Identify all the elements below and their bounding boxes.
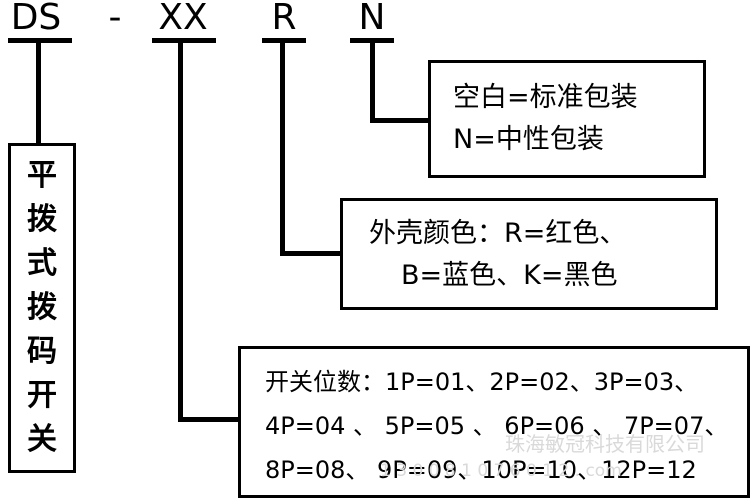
color-line-1: 外壳颜色：R=红色、 xyxy=(369,218,627,249)
connector-r-vertical xyxy=(280,41,285,256)
title-char: 关 xyxy=(27,422,57,457)
packaging-line-2: N=中性包装 xyxy=(453,124,604,155)
title-char: 平 xyxy=(27,158,57,193)
code-xx-underline xyxy=(152,38,216,43)
code-r: R xyxy=(271,0,297,38)
color-box: 外壳颜色：R=红色、 B=蓝色、K=黑色 xyxy=(340,198,718,310)
connector-xx-vertical xyxy=(178,41,183,422)
code-ds-underline xyxy=(8,38,72,43)
code-r-underline xyxy=(262,38,306,43)
positions-box: 开关位数：1P=01、2P=02、3P=03、 4P=04 、 5P=05 、 … xyxy=(238,346,750,498)
packaging-line-1: 空白=标准包装 xyxy=(453,82,638,113)
title-char: 拨 xyxy=(27,202,57,237)
connector-r-horizontal xyxy=(280,251,342,256)
positions-line-3: 8P=08、 9P=09、10P=10、12P=12 xyxy=(265,456,697,484)
code-ds: DS xyxy=(10,0,62,38)
connector-ds-vertical xyxy=(36,41,41,143)
code-xx: XX xyxy=(158,0,208,38)
watermark-company: 珠海敏冠科技有限公司 xyxy=(505,432,705,456)
watermark-site: 1 3 0 0 8 1 0 7 6 0 1 2 . com xyxy=(380,461,622,481)
code-n-underline xyxy=(350,38,394,43)
title-box: 平 拨 式 拨 码 开 关 xyxy=(8,143,76,473)
code-n: N xyxy=(358,0,386,38)
title-char: 开 xyxy=(27,378,57,413)
packaging-box: 空白=标准包装 N=中性包装 xyxy=(428,60,706,178)
code-dash: - xyxy=(108,0,122,38)
title-char: 拨 xyxy=(27,290,57,325)
connector-xx-horizontal xyxy=(178,417,240,422)
color-line-2: B=蓝色、K=黑色 xyxy=(401,260,618,291)
title-char: 码 xyxy=(27,334,57,369)
connector-n-vertical xyxy=(370,41,375,123)
title-char: 式 xyxy=(27,246,57,281)
positions-line-2: 4P=04 、 5P=05 、 6P=06 、 7P=07、 xyxy=(265,412,729,440)
positions-line-1: 开关位数：1P=01、2P=02、3P=03、 xyxy=(265,368,699,396)
connector-n-horizontal xyxy=(370,118,430,123)
